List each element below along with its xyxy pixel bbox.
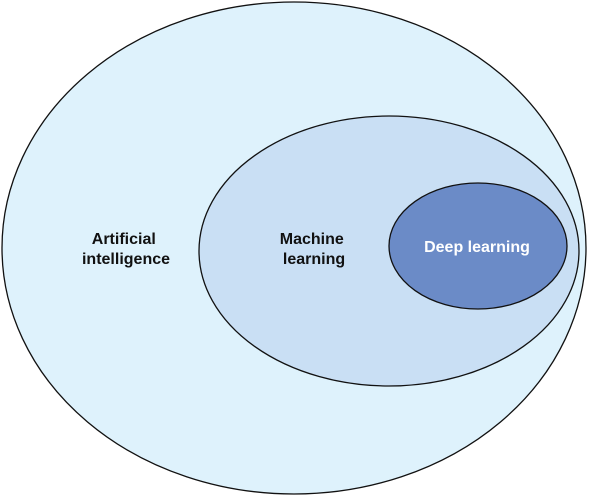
ml-label-line1: Machine — [280, 231, 344, 248]
ml-label: Machine learning — [280, 231, 348, 268]
ai-label-line1: Artificial — [92, 231, 156, 248]
dl-ellipse — [388, 182, 568, 310]
dl-label: Deep learning — [424, 239, 530, 256]
ai-label-line2: intelligence — [82, 251, 170, 268]
ai-label: Artificial intelligence — [82, 231, 170, 268]
ml-label-line2: learning — [283, 251, 345, 268]
